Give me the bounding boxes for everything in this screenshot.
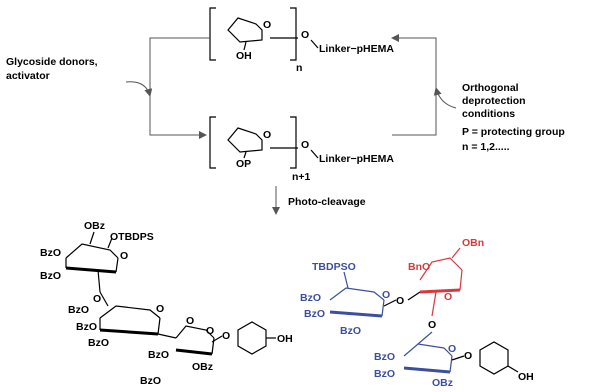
donor-label-line2: activator xyxy=(6,70,50,82)
top-linker: Linker−pHEMA xyxy=(319,43,394,55)
chem-label-bzo-5: BzO xyxy=(88,337,109,349)
bottom-ring xyxy=(227,127,263,153)
chem-label-obz-top: OBz xyxy=(84,220,105,232)
top-ring-oxygen: O xyxy=(263,19,271,31)
chem-label-ring-o-blue1: O xyxy=(382,289,390,301)
top-hydroxyl: OH xyxy=(236,50,252,62)
bottom-linker: Linker−pHEMA xyxy=(319,153,394,165)
top-sugar-unit: O OH O Linker−pHEMA n xyxy=(209,7,394,74)
chem-label-otbdps: OTBDPS xyxy=(110,231,154,243)
deprotection-arrow xyxy=(391,34,437,136)
chem-label-ring-o-2: O xyxy=(156,303,164,315)
donor-label-line1: Glycoside donors, xyxy=(6,56,98,68)
chem-label-oh: OH xyxy=(277,333,293,345)
chem-label-bno: BnO xyxy=(408,261,430,273)
right-product-structure: OBn BnO O TBDPSO BzO BzO BzO O O O BzO B… xyxy=(300,237,534,389)
chem-label-bzo-3: BzO xyxy=(68,304,89,316)
chem-label-ring-o-1: O xyxy=(120,250,128,262)
chem-label-link-o-1: O xyxy=(396,295,404,307)
bottom-subscript: n+1 xyxy=(292,171,311,183)
chem-label-bzo-2: BzO xyxy=(304,308,325,320)
bottom-sugar-unit: O OP O Linker−pHEMA n+1 xyxy=(209,116,394,183)
left-product-structure: OBz OTBDPS BzO BzO O O BzO BzO BzO O O B… xyxy=(40,220,293,387)
chem-label-bzo-1: BzO xyxy=(300,292,321,304)
left-bracket-bottom xyxy=(209,116,216,169)
deprotection-label-line3: conditions xyxy=(462,108,515,120)
chem-label-link-o-2: O xyxy=(428,319,436,331)
chem-label-bzo-5: BzO xyxy=(374,368,395,380)
deprotection-feed-arrow xyxy=(433,87,457,109)
chem-label-ring-o-red: O xyxy=(444,291,452,303)
legend-protecting-group: P = protecting group xyxy=(462,126,565,138)
chem-label-bzo-4: BzO xyxy=(76,321,97,333)
top-ring xyxy=(227,17,263,43)
chem-label-bzo-7: BzO xyxy=(140,375,161,387)
top-link-oxygen: O xyxy=(301,29,309,41)
chem-label-link-o-1: O xyxy=(93,293,101,305)
coupling-arrow xyxy=(149,37,210,139)
chem-label-bzo-6: BzO xyxy=(148,349,169,361)
chem-label-aryl-o: O xyxy=(222,330,230,342)
chem-label-obn: OBn xyxy=(462,237,484,249)
chem-label-aryl-o: O xyxy=(464,350,472,362)
chem-label-bzo-4: BzO xyxy=(374,351,395,363)
chem-label-bzo-2: BzO xyxy=(40,270,61,282)
photo-cleavage-label: Photo-cleavage xyxy=(288,196,366,208)
deprotection-label-line1: Orthogonal xyxy=(462,82,519,94)
left-bracket-top xyxy=(209,7,216,61)
chem-label-ring-o-blue2: O xyxy=(448,343,456,355)
chem-label-obz: OBz xyxy=(192,361,213,373)
right-bracket-bottom xyxy=(290,116,297,169)
legend-n: n = 1,2..... xyxy=(462,141,510,153)
chem-label-bzo-1: BzO xyxy=(40,247,61,259)
chem-label-link-o-2: O xyxy=(186,315,194,327)
bottom-protecting-group: OP xyxy=(236,158,251,170)
bottom-link-oxygen: O xyxy=(301,139,309,151)
donor-feed-arrow xyxy=(125,81,153,97)
cycle-arrows xyxy=(125,34,457,215)
chem-label-obz: OBz xyxy=(432,377,453,389)
right-bracket-top xyxy=(290,7,297,61)
chem-label-oh: OH xyxy=(518,371,534,383)
top-subscript-n: n xyxy=(296,62,302,74)
chem-label-bzo-3: BzO xyxy=(340,325,361,337)
chem-label-ring-o-3: O xyxy=(206,325,214,337)
bottom-ring-oxygen: O xyxy=(263,129,271,141)
deprotection-label-line2: deprotection xyxy=(462,95,526,107)
chem-label-tbdpso: TBDPSO xyxy=(312,261,356,273)
